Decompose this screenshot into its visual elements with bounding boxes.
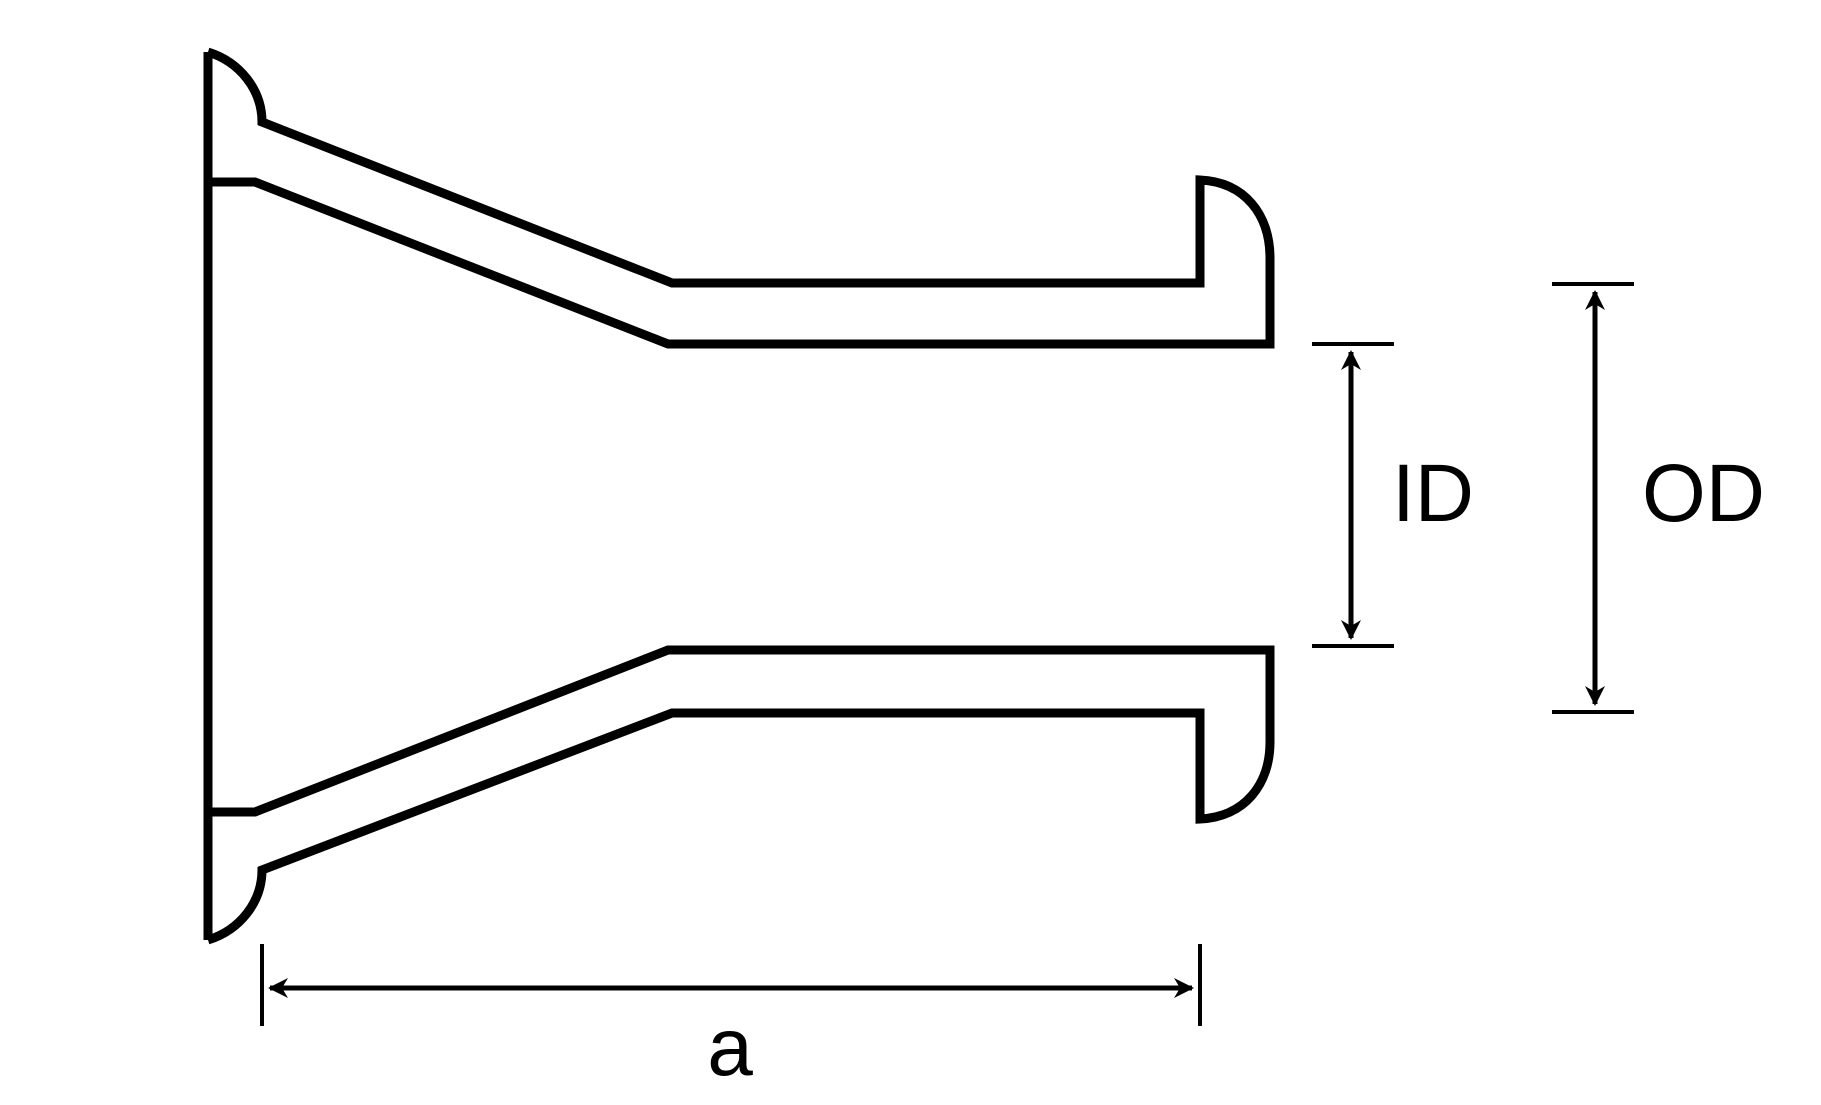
id-label: ID (1392, 448, 1474, 539)
upper-outer-wall (206, 47, 1275, 349)
od-label: OD (1642, 448, 1765, 539)
lower-outer-wall (206, 645, 1275, 945)
a-label: a (707, 1002, 753, 1093)
